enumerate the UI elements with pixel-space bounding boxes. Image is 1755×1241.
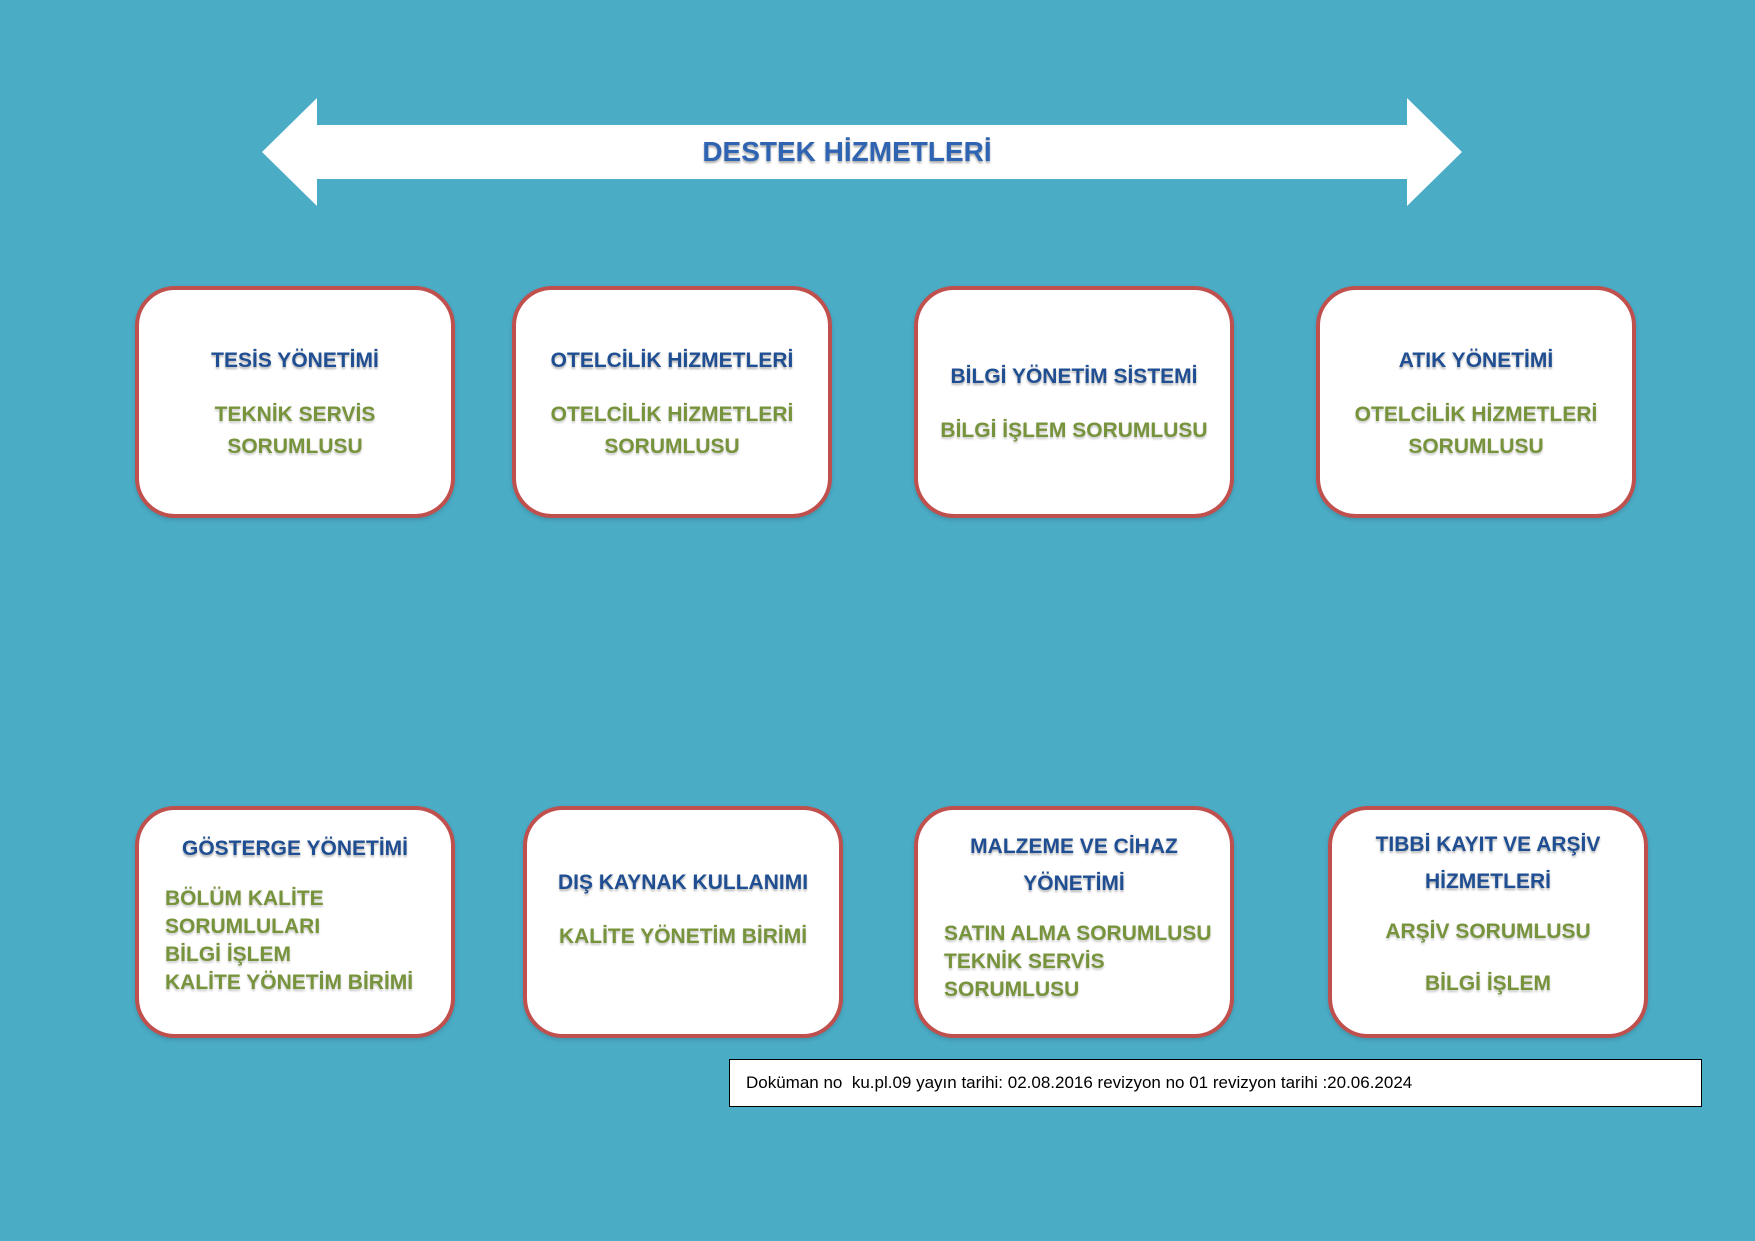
box-subtext: BİLGİ İŞLEM [165, 943, 291, 966]
box-malzeme-ve-cihaz-yonetimi: MALZEME VE CİHAZ YÖNETİMİ SATIN ALMA SOR… [914, 806, 1234, 1038]
box-subtext: OTELCİLİK HİZMETLERİ [550, 402, 794, 426]
box-heading: DIŞ KAYNAK KULLANIMI [557, 871, 809, 894]
double-arrow-banner: DESTEK HİZMETLERİ [262, 96, 1462, 208]
box-heading-line: MALZEME VE CİHAZ [970, 835, 1178, 858]
box-bilgi-yonetim-sistemi: BİLGİ YÖNETİM SİSTEMİ BİLGİ İŞLEM SORUML… [914, 286, 1234, 518]
box-subtext: SORUMLUSU [604, 434, 740, 458]
box-subtext: SORUMLUSU [227, 434, 363, 458]
double-arrow-shape [262, 98, 1462, 206]
box-heading-line: YÖNETİMİ [1023, 872, 1125, 895]
box-subtext: SORUMLULARI [165, 915, 321, 938]
box-subtext: BİLGİ İŞLEM [1425, 972, 1551, 995]
box-heading: OTELCİLİK HİZMETLERİ [550, 348, 794, 372]
box-subtext: OTELCİLİK HİZMETLERİ [1354, 402, 1598, 426]
box-subtext: SATIN ALMA SORUMLUSU [944, 922, 1212, 945]
box-heading: BİLGİ YÖNETİM SİSTEMİ [950, 364, 1198, 388]
box-atik-yonetimi: ATIK YÖNETİMİ OTELCİLİK HİZMETLERİ SORUM… [1316, 286, 1636, 518]
box-otelcilik-hizmetleri: OTELCİLİK HİZMETLERİ OTELCİLİK HİZMETLER… [512, 286, 832, 518]
box-subtext: KALİTE YÖNETİM BİRİMİ [558, 925, 808, 948]
box-gosterge-yonetimi: GÖSTERGE YÖNETİMİ BÖLÜM KALİTE SORUMLULA… [135, 806, 455, 1038]
box-heading: ATIK YÖNETİMİ [1398, 348, 1554, 372]
box-heading-line: TIBBİ KAYIT VE ARŞİV [1375, 833, 1601, 856]
box-heading-line: HİZMETLERİ [1424, 870, 1551, 893]
box-subtext: BÖLÜM KALİTE [165, 887, 324, 910]
document-info-footer: Doküman no ku.pl.09 yayın tarihi: 02.08.… [729, 1059, 1702, 1107]
box-subtext: SORUMLUSU [1408, 434, 1544, 458]
box-tibbi-kayit-ve-arsiv-hizmetleri: TIBBİ KAYIT VE ARŞİV HİZMETLERİ ARŞİV SO… [1328, 806, 1648, 1038]
box-heading: TESİS YÖNETİMİ [211, 348, 379, 372]
box-heading: MALZEME VE CİHAZ YÖNETİMİ [952, 828, 1196, 902]
box-subtext: BİLGİ İŞLEM SORUMLUSU [940, 418, 1208, 442]
banner-title: DESTEK HİZMETLERİ [702, 136, 992, 167]
box-tesis-yonetimi: TESİS YÖNETİMİ TEKNİK SERVİS SORUMLUSU [135, 286, 455, 518]
box-subtext: TEKNİK SERVİS [944, 950, 1105, 973]
box-heading: GÖSTERGE YÖNETİMİ [182, 837, 408, 860]
box-subtext: ARŞİV SORUMLUSU [1385, 920, 1591, 943]
box-subtext: TEKNİK SERVİS [214, 402, 376, 426]
box-subtext: SORUMLUSU [944, 978, 1080, 1001]
box-heading: TIBBİ KAYIT VE ARŞİV HİZMETLERİ [1358, 826, 1619, 900]
box-dis-kaynak-kullanimi: DIŞ KAYNAK KULLANIMI KALİTE YÖNETİM BİRİ… [523, 806, 843, 1038]
box-subtext: KALİTE YÖNETİM BİRİMİ [165, 971, 414, 994]
